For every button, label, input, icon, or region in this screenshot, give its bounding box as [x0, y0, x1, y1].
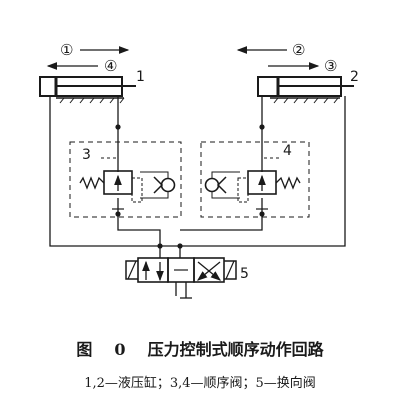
valve-3-check-seat [153, 176, 164, 194]
label-step-3: ③ [324, 57, 337, 75]
caption-number: 0 [114, 340, 126, 359]
valve-5-solenoid-left-slash [127, 260, 137, 280]
label-step-4: ④ [104, 57, 117, 75]
line-junctions [115, 124, 265, 249]
label-valve-4: 4 [283, 143, 292, 159]
valve-3-check-line-low [140, 192, 169, 199]
directional-valve-5 [125, 257, 237, 299]
caption-title: 压力控制式顺序动作回路 [147, 340, 324, 359]
valve-4-check-seat [216, 176, 227, 194]
valve-3-check-ball [160, 177, 176, 193]
junction-valve3-bottom [115, 211, 121, 217]
label-cylinder-2: 2 [350, 69, 359, 85]
label-valve-3: 3 [82, 147, 91, 163]
valve-4-spring [275, 176, 301, 190]
junction-cyl1 [115, 124, 121, 130]
valve-4-check-ball [204, 177, 220, 193]
caption-prefix: 图 [76, 340, 93, 359]
valve-4-check-line-low [211, 192, 240, 199]
valve-5-solenoid-right-slash [225, 260, 235, 280]
valve-3-dashed-enclosure [69, 141, 182, 218]
junction-outer-left [157, 243, 163, 249]
cylinder-2 [257, 76, 354, 104]
diagram-labels: 1 2 3 4 5 ① ④ ② ③ [60, 41, 359, 282]
label-valve-5: 5 [240, 266, 249, 282]
valve-5-solenoid-left [125, 260, 138, 280]
line-valve3-outlet [117, 198, 161, 246]
valve-5-envelope-left [137, 257, 169, 283]
line-valve4-outlet [180, 198, 263, 231]
valve-3-drain-box [131, 177, 143, 203]
valve-3-check-line [140, 171, 169, 178]
direction-arrows-left [46, 46, 130, 70]
label-cylinder-1: 1 [136, 69, 145, 85]
valve-5-right-arrow-b [196, 261, 221, 281]
valve-4-drain-box [237, 177, 249, 203]
figure-legend: 1,2—液压缸；3,4—顺序阀；5—换向阀 [84, 376, 316, 391]
valve-4-pilot-line [261, 142, 280, 159]
sequence-valve-3 [69, 141, 182, 218]
line-cyl2-rod-side [180, 96, 346, 247]
valve-3-pilot-line [100, 142, 119, 159]
sequence-valve-4 [200, 141, 310, 218]
figure-caption: 图 0 压力控制式顺序动作回路 [0, 336, 400, 360]
valve-4-dashed-enclosure [200, 141, 310, 218]
valve-3-spring [79, 176, 105, 190]
direction-arrows-right [236, 46, 320, 70]
valve-5-envelope-right [193, 257, 225, 283]
label-step-2: ② [292, 41, 305, 59]
cylinder-2-mount-hatch [273, 97, 339, 104]
cylinder-1 [39, 76, 136, 104]
cylinder-1-mount-hatch [59, 97, 125, 104]
junction-cyl2 [259, 124, 265, 130]
line-cyl1-rod-side [49, 96, 161, 258]
line-outer-join [160, 245, 181, 258]
hydraulic-lines [49, 96, 346, 258]
label-step-1: ① [60, 41, 73, 59]
valve-4-check-line [211, 171, 240, 178]
junction-outer-right [177, 243, 183, 249]
valve-5-solenoid-right [224, 260, 237, 280]
junction-valve4-bottom [259, 211, 265, 217]
